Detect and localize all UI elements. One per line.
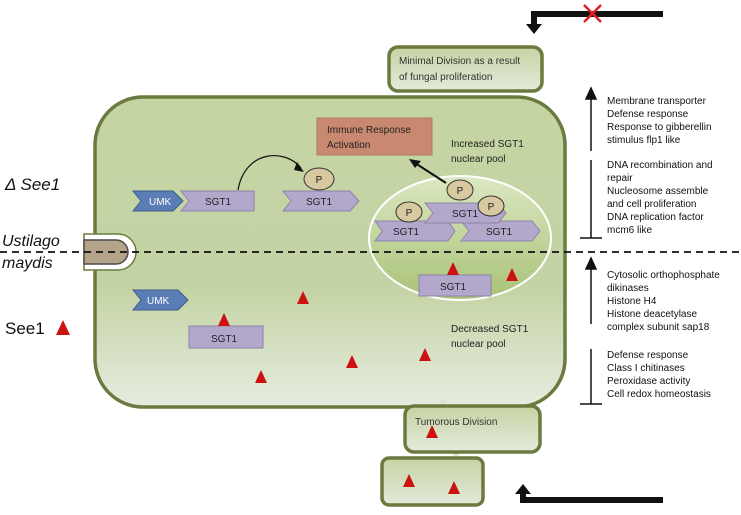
cross-icon xyxy=(583,4,602,23)
gene-item: Class I chitinases xyxy=(607,363,685,374)
gene-item: Histone H4 xyxy=(607,296,657,307)
phosphorylation-arrow xyxy=(237,155,302,191)
immune-response-label-1: Immune Response xyxy=(327,125,411,136)
phospho-group-nuclear-3 xyxy=(477,195,505,217)
lower-upregulated-list: Cytosolic orthophosphate dikinases Histo… xyxy=(607,270,720,333)
phospho-group-nuclear-1 xyxy=(395,201,423,223)
triangle-icon xyxy=(403,474,415,487)
blocked-pathway-arrowhead xyxy=(526,24,542,34)
gene-item: Cell redox homeostasis xyxy=(607,389,711,400)
activation-arrowhead xyxy=(409,159,421,168)
phospho-label-nuclear-2: P xyxy=(457,186,464,197)
umk-label-upper: UMK xyxy=(149,197,172,208)
decreased-pool-label-1: Decreased SGT1 xyxy=(451,324,529,335)
triangle-icon xyxy=(346,355,358,368)
sgt1-nuclear-1-label: SGT1 xyxy=(393,227,420,238)
gene-item: Peroxidase activity xyxy=(607,376,690,387)
gene-item: Defense response xyxy=(607,109,689,120)
triangle-icon xyxy=(56,320,70,335)
triangle-icon xyxy=(255,370,267,383)
triangle-icon xyxy=(419,348,431,361)
decreased-pool-label-2: nuclear pool xyxy=(451,339,505,350)
triangle-icon xyxy=(297,291,309,304)
triangle-icon xyxy=(426,425,438,438)
sgt1-phospho-cytoplasm-label: SGT1 xyxy=(306,197,333,208)
ustilago-label-1: Ustilago xyxy=(2,233,60,250)
immune-response-box xyxy=(316,117,433,156)
regulation-indicators xyxy=(580,86,602,405)
gene-item: stimulus flp1 like xyxy=(607,135,681,146)
sgt1-nuclear-2 xyxy=(459,220,541,242)
see1-label: See1 xyxy=(5,319,45,338)
umk-protein-upper xyxy=(131,190,184,212)
tumorous-division-cell xyxy=(403,404,542,454)
phospho-label-nuclear-3: P xyxy=(488,202,495,213)
gene-item: Nucleosome assemble xyxy=(607,186,709,197)
sgt1-nuclear-3-label: SGT1 xyxy=(452,209,479,220)
gene-item: Histone deacetylase xyxy=(607,309,697,320)
gene-item: complex subunit sap18 xyxy=(607,322,710,333)
minimal-division-label-2: of fungal proliferation xyxy=(399,72,492,83)
increased-pool-label-1: Increased SGT1 xyxy=(451,139,524,150)
gene-item: mcm6 like xyxy=(607,225,652,236)
gene-item: DNA recombination and xyxy=(607,160,713,171)
phospho-label-nuclear-1: P xyxy=(406,208,413,219)
sgt1-label-lower: SGT1 xyxy=(211,334,238,345)
triangle-icon xyxy=(448,481,460,494)
upper-downregulated-list: DNA recombination and repair Nucleosome … xyxy=(607,160,713,236)
umk-label-lower: UMK xyxy=(147,296,170,307)
minimal-division-cell xyxy=(387,45,544,93)
gene-item: and cell proliferation xyxy=(607,199,697,210)
sgt1-label-upper: SGT1 xyxy=(205,197,232,208)
gene-item: repair xyxy=(607,173,633,184)
umk-protein-lower xyxy=(131,289,189,311)
sgt1-phospho-cytoplasm xyxy=(281,190,360,212)
phospho-group-nuclear-2 xyxy=(446,179,474,201)
tumorous-division-label: Tumorous Division xyxy=(415,417,497,428)
sgt1-nuclear-lower-label: SGT1 xyxy=(440,282,467,293)
sgt1-protein-upper xyxy=(179,190,255,212)
gene-item: Membrane transporter xyxy=(607,96,707,107)
sgt1-nuclear-2-label: SGT1 xyxy=(486,227,513,238)
triangle-icon xyxy=(218,313,230,326)
delta-see1-label: Δ See1 xyxy=(4,175,60,194)
gene-item: dikinases xyxy=(607,283,649,294)
gene-item: Response to gibberellin xyxy=(607,122,712,133)
gene-item: Defense response xyxy=(607,350,689,361)
minimal-division-label-1: Minimal Division as a result xyxy=(399,56,520,67)
triangle-icon xyxy=(447,262,459,275)
tumor-pathway-arrow xyxy=(520,492,663,503)
gene-item: Cytosolic orthophosphate xyxy=(607,270,720,281)
phosphorylation-arrowhead xyxy=(294,162,304,172)
triangle-icon xyxy=(506,268,518,281)
ustilago-label-2: maydis xyxy=(2,255,53,272)
see1-effectors xyxy=(218,262,518,383)
daughter-cell xyxy=(380,456,485,507)
increased-pool-label-2: nuclear pool xyxy=(451,154,505,165)
phospho-label-cytoplasm: P xyxy=(316,175,323,186)
lower-downregulated-list: Defense response Class I chitinases Pero… xyxy=(607,350,711,400)
phospho-group-cytoplasm xyxy=(303,167,335,191)
gene-item: DNA replication factor xyxy=(607,212,704,223)
activation-arrow xyxy=(414,162,447,184)
immune-response-label-2: Activation xyxy=(327,140,370,151)
upper-upregulated-list: Membrane transporter Defense response Re… xyxy=(607,96,712,146)
tumor-pathway-arrowhead xyxy=(515,484,531,494)
blocked-pathway-arrow xyxy=(531,11,663,26)
